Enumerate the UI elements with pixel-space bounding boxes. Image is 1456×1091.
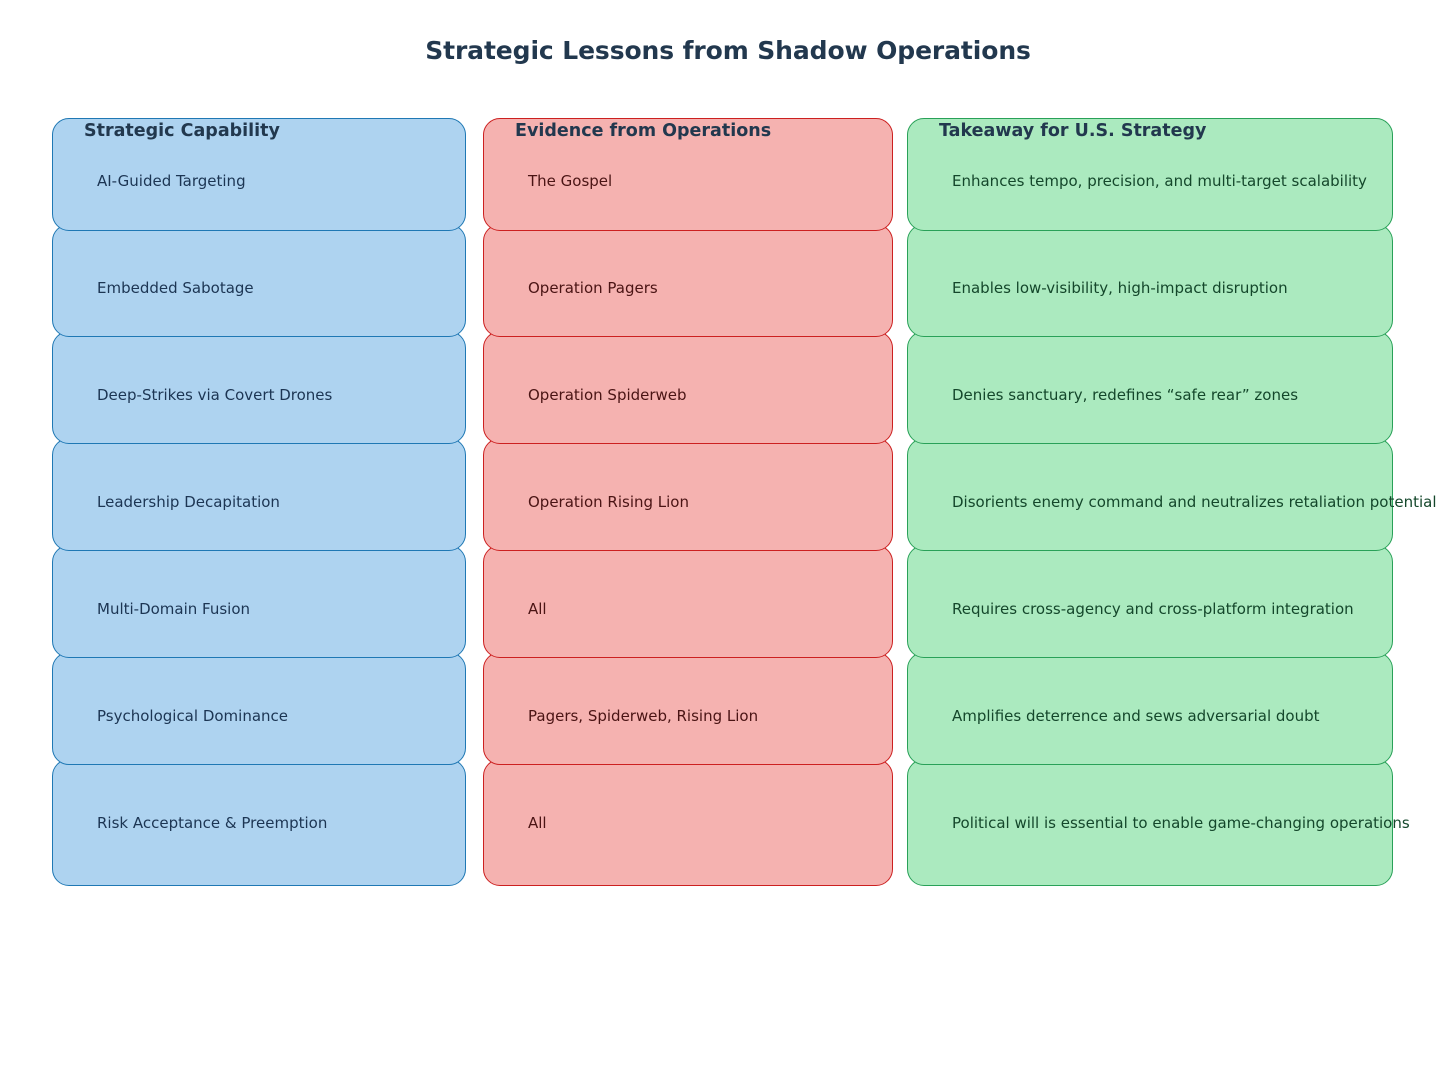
takeaway-label-6: Political will is essential to enable ga… bbox=[952, 814, 1410, 832]
evidence-label-5: Pagers, Spiderweb, Rising Lion bbox=[528, 707, 759, 725]
capability-cell-3[interactable] bbox=[52, 438, 466, 551]
evidence-label-4: All bbox=[528, 600, 547, 618]
page-title: Strategic Lessons from Shadow Operations bbox=[425, 36, 1031, 65]
capability-label-3: Leadership Decapitation bbox=[97, 493, 280, 511]
takeaway-label-5: Amplifies deterrence and sews adversaria… bbox=[952, 707, 1320, 725]
evidence-label-3: Operation Rising Lion bbox=[528, 493, 689, 511]
takeaway-cell-0[interactable] bbox=[907, 118, 1393, 231]
capability-label-2: Deep-Strikes via Covert Drones bbox=[97, 386, 333, 404]
evidence-cell-3[interactable] bbox=[483, 438, 893, 551]
evidence-label-0: The Gospel bbox=[528, 172, 613, 190]
column-header-takeaway: Takeaway for U.S. Strategy bbox=[939, 121, 1207, 141]
evidence-cell-0[interactable] bbox=[483, 118, 893, 231]
capability-label-1: Embedded Sabotage bbox=[97, 279, 254, 297]
takeaway-label-1: Enables low-visibility, high-impact disr… bbox=[952, 279, 1288, 297]
capability-cell-4[interactable] bbox=[52, 545, 466, 658]
evidence-cell-2[interactable] bbox=[483, 331, 893, 444]
column-header-capability: Strategic Capability bbox=[84, 121, 280, 141]
evidence-label-6: All bbox=[528, 814, 547, 832]
capability-cell-0[interactable] bbox=[52, 118, 466, 231]
takeaway-cell-5[interactable] bbox=[907, 652, 1393, 765]
column-evidence-from-operations: Evidence from Operations The Gospel Oper… bbox=[483, 118, 893, 886]
capability-label-0: AI-Guided Targeting bbox=[97, 172, 246, 190]
column-header-evidence: Evidence from Operations bbox=[515, 121, 772, 141]
takeaway-cell-4[interactable] bbox=[907, 545, 1393, 658]
takeaway-label-0: Enhances tempo, precision, and multi-tar… bbox=[952, 172, 1367, 190]
capability-label-5: Psychological Dominance bbox=[97, 707, 289, 725]
capability-cell-2[interactable] bbox=[52, 331, 466, 444]
takeaway-label-4: Requires cross-agency and cross-platform… bbox=[952, 600, 1354, 618]
evidence-cell-4[interactable] bbox=[483, 545, 893, 658]
evidence-label-1: Operation Pagers bbox=[528, 279, 658, 297]
capability-label-4: Multi-Domain Fusion bbox=[97, 600, 251, 618]
evidence-cell-5[interactable] bbox=[483, 652, 893, 765]
evidence-cell-6[interactable] bbox=[483, 759, 893, 886]
takeaway-cell-6[interactable] bbox=[907, 759, 1393, 886]
evidence-label-2: Operation Spiderweb bbox=[528, 386, 687, 404]
capability-cell-1[interactable] bbox=[52, 224, 466, 337]
capability-label-6: Risk Acceptance & Preemption bbox=[97, 814, 328, 832]
takeaway-label-2: Denies sanctuary, redefines “safe rear” … bbox=[952, 386, 1299, 404]
column-strategic-capability: Strategic Capability AI-Guided Targeting… bbox=[52, 118, 466, 886]
column-takeaway-for-us-strategy: Takeaway for U.S. Strategy Enhances temp… bbox=[907, 118, 1436, 886]
capability-cell-6[interactable] bbox=[52, 759, 466, 886]
takeaway-label-3: Disorients enemy command and neutralizes… bbox=[952, 493, 1437, 511]
